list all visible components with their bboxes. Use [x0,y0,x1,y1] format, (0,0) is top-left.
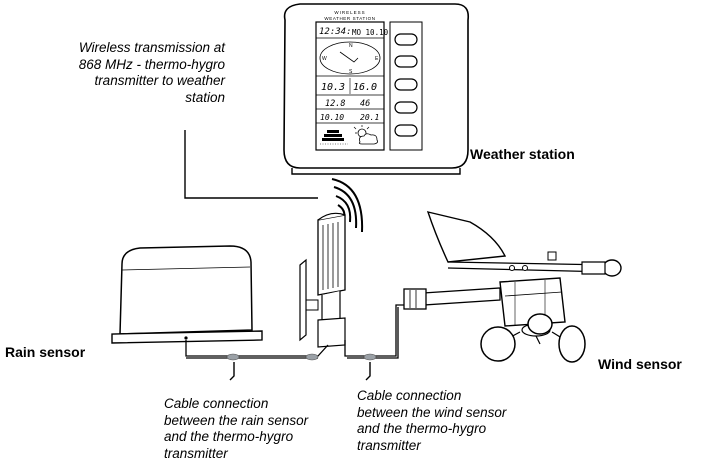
rain-cable [185,340,329,357]
console-button-4[interactable] [394,101,418,114]
console-brand-line1: WIRELESS [334,10,365,15]
wireless-transmission-note: Wireless transmission at 868 MHz - therm… [78,40,225,105]
transmitter-housing [317,214,346,296]
wireless-waves-icon [331,178,364,233]
anemometer-cup-right [558,325,586,363]
compass-pointer [339,51,359,63]
console-base [291,168,461,175]
display-humidity: 46 [360,99,370,109]
display-time: 12:34: [319,27,352,37]
display-date: MO 10.10 [352,28,389,37]
wind-sensor-clamp [403,288,427,310]
cable-wind-note: Cable connection between the wind sensor… [357,388,507,453]
cable-wind-leader [365,362,371,381]
anemometer-cup-left [480,326,516,362]
wind-cable [344,304,404,357]
wind-vane-fin [426,211,507,263]
cable-rain-note: Cable connection between the rain sensor… [164,396,309,461]
weather-station-console: WIRELESS WEATHER STATION 12:34: MO 10.10… [283,3,470,175]
transmitter-mount-plate [299,258,307,342]
console-buttons [394,33,418,137]
compass-w: W [322,56,327,62]
anemometer-cup-center [527,313,553,335]
display-pressure-bars [320,130,348,145]
display-dew-point: 20.1 [360,113,379,122]
console-button-3[interactable] [394,78,418,91]
console-button-5[interactable] [394,124,418,137]
rain-sensor [111,245,263,344]
display-temp-in: 10.3 [321,82,345,93]
display-pressure: 10.10 [320,113,344,122]
rain-sensor-label: Rain sensor [5,344,86,360]
cable-rain-leader [229,362,235,381]
wind-sensor [403,211,622,363]
display-compass-ring [319,41,381,75]
display-temp-out: 16.0 [353,82,377,93]
cables [185,304,404,359]
wind-sensor-head [499,277,566,327]
console-button-2[interactable] [394,55,418,68]
rain-sensor-body [119,245,253,335]
weather-station-label: Weather station [470,146,575,162]
wind-vane-counterweight [602,259,622,277]
console-button-1[interactable] [394,33,418,46]
cable-connectors [226,353,377,361]
wind-sensor-label: Wind sensor [598,356,682,372]
display-wind-chill: 12.8 [325,99,345,109]
wireless-leader-line [184,130,318,199]
thermo-hygro-transmitter [299,212,346,348]
console-brand-line2: WEATHER STATION [324,16,375,21]
compass-e: E [375,56,379,62]
compass-n: N [349,43,353,49]
display-forecast-icon [353,125,378,145]
compass-s: S [349,69,353,75]
